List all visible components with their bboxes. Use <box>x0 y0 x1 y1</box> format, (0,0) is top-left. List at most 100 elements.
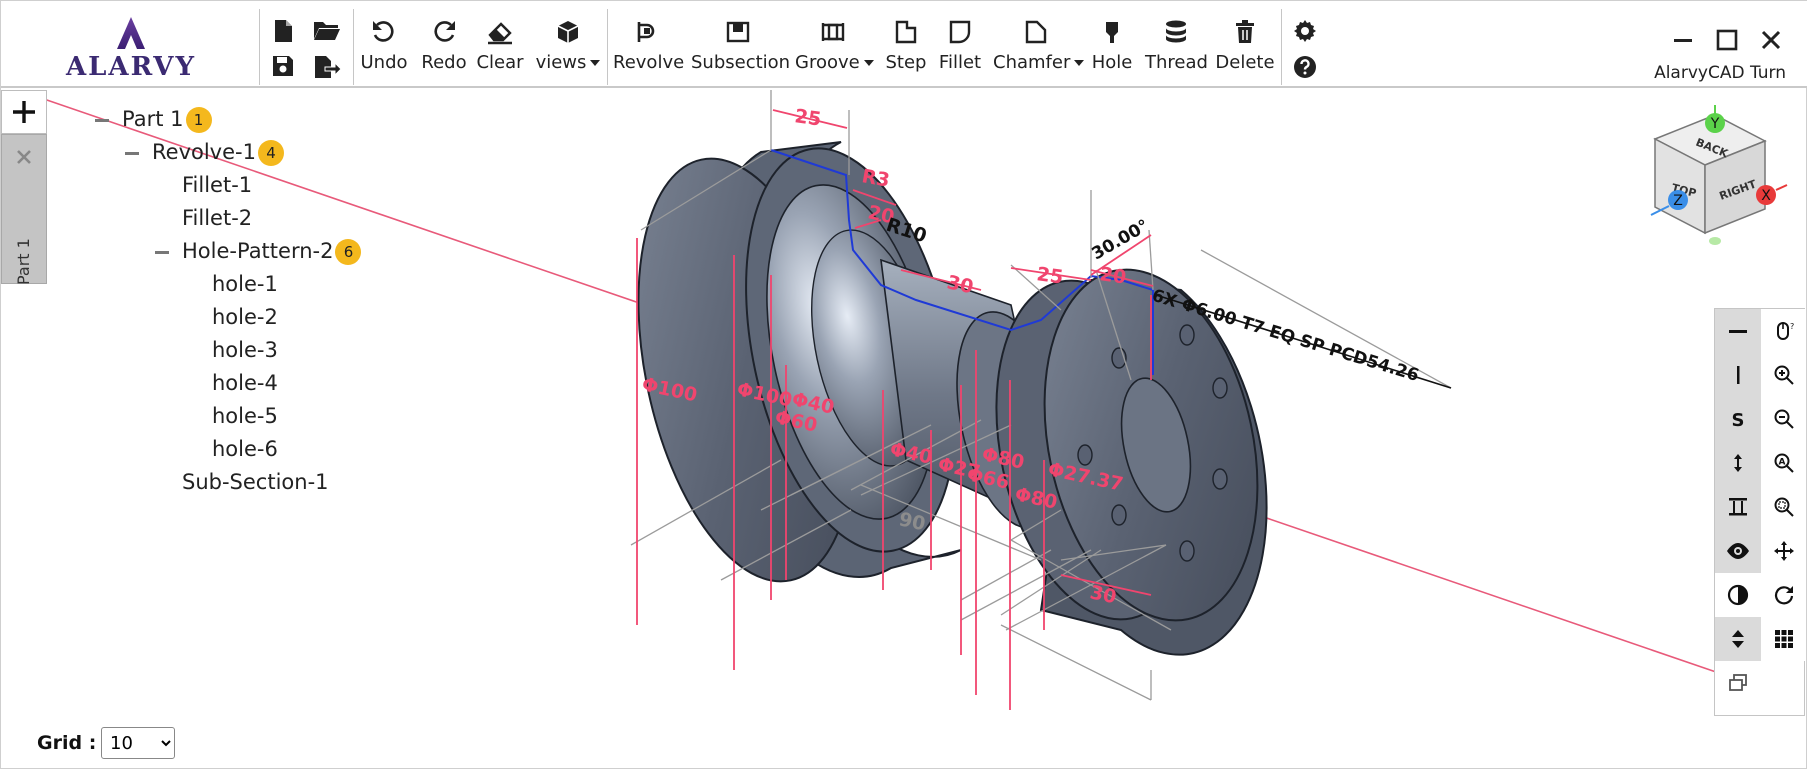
step-label: Step <box>885 52 927 73</box>
grid-size-select[interactable]: 10 <box>101 727 175 759</box>
sort-icon <box>1732 630 1744 648</box>
views-dropdown[interactable]: views <box>535 19 601 79</box>
eye-icon <box>1727 543 1749 559</box>
vertical-dimension-button[interactable] <box>1715 441 1761 485</box>
thread-icon <box>1166 20 1186 43</box>
redo-button[interactable]: Redo <box>419 19 469 79</box>
new-file-button[interactable] <box>267 15 299 47</box>
views-label: views <box>535 52 587 73</box>
zoom-fit-button[interactable]: A <box>1761 441 1806 485</box>
clear-button[interactable]: Clear <box>475 19 525 79</box>
chamfer-icon <box>1025 20 1047 44</box>
subsection-button[interactable]: Subsection <box>691 19 790 79</box>
visibility-toggle-button[interactable] <box>1715 529 1761 573</box>
export-button[interactable] <box>311 51 343 83</box>
zoom-window-button[interactable] <box>1761 485 1806 529</box>
vertical-arrows-icon <box>1734 454 1742 472</box>
sketch-profile <box>770 149 1154 375</box>
revolve-button[interactable]: Revolve <box>613 19 684 79</box>
minimize-button[interactable] <box>1668 25 1698 55</box>
undo-button[interactable]: Undo <box>359 19 409 79</box>
thread-label: Thread <box>1145 52 1208 73</box>
dim-r3: R3 <box>860 165 891 192</box>
add-part-button[interactable] <box>1 90 47 134</box>
vertical-constraint-button[interactable] <box>1715 353 1761 397</box>
close-window-button[interactable] <box>1756 25 1786 55</box>
mouse-icon: ? <box>1776 322 1794 340</box>
zoom-window-icon <box>1774 497 1794 517</box>
main-toolbar: ALARVY Undo Redo Clear <box>1 1 1807 88</box>
zoom-in-button[interactable] <box>1761 353 1806 397</box>
plus-icon <box>13 101 35 123</box>
horizontal-line-icon <box>1729 330 1747 333</box>
save-button[interactable] <box>267 51 299 83</box>
tree-node-hole-6[interactable]: hole-6 <box>212 437 278 461</box>
toolbar-separator <box>259 9 260 85</box>
thread-button[interactable]: Thread <box>1145 19 1208 79</box>
svg-text:?: ? <box>1790 322 1794 331</box>
dim-25-right: 25 <box>1035 263 1064 288</box>
axis-y-marker <box>1705 113 1725 133</box>
view-cube[interactable]: BACK TOP RIGHT Y X Z <box>1641 105 1791 255</box>
right-flange <box>995 268 1268 656</box>
zoom-out-button[interactable] <box>1761 397 1806 441</box>
tree-node-hole-5[interactable]: hole-5 <box>212 404 278 428</box>
delete-button[interactable]: Delete <box>1215 19 1275 79</box>
contrast-icon <box>1727 584 1749 606</box>
help-button[interactable] <box>1289 51 1321 83</box>
mouse-orbit-button[interactable]: ? <box>1761 309 1806 353</box>
pan-button[interactable] <box>1761 529 1806 573</box>
settings-button[interactable] <box>1289 15 1321 47</box>
horizontal-constraint-button[interactable] <box>1715 309 1761 353</box>
chevron-down-icon <box>1074 60 1085 66</box>
axis-y-label: Y <box>1710 116 1720 132</box>
tree-node-subsection[interactable]: Sub-Section-1 <box>182 470 329 494</box>
3d-viewport[interactable]: 25 R3 20 30 25 20 Φ100 Φ100 Φ40 Φ60 Φ40 … <box>1 90 1807 769</box>
toolbar-separator <box>353 9 354 85</box>
groove-dropdown[interactable]: Groove <box>795 19 874 79</box>
hole-button[interactable]: Hole <box>1087 19 1137 79</box>
collapse-toggle-revolve[interactable] <box>125 152 139 155</box>
tree-node-fillet-2[interactable]: Fillet-2 <box>182 206 252 230</box>
maximize-icon <box>1716 29 1738 51</box>
rotate-icon <box>1774 586 1793 605</box>
contrast-toggle-button[interactable] <box>1715 573 1761 617</box>
collapse-toggle-hole-pattern[interactable] <box>155 251 169 254</box>
open-folder-button[interactable] <box>311 15 343 47</box>
chevron-down-icon <box>863 60 874 66</box>
count-badge: 6 <box>335 239 362 265</box>
copy-layers-icon <box>1729 674 1747 691</box>
layers-button[interactable] <box>1715 661 1761 705</box>
cube-icon <box>557 21 579 43</box>
rotate-button[interactable] <box>1761 573 1806 617</box>
tree-node-hole-4[interactable]: hole-4 <box>212 371 278 395</box>
chamfer-dropdown[interactable]: Chamfer <box>993 19 1085 79</box>
tree-node-label: hole-1 <box>212 272 278 296</box>
tree-node-fillet-1[interactable]: Fillet-1 <box>182 173 252 197</box>
grid-toggle-button[interactable] <box>1761 617 1806 661</box>
part-tab[interactable]: Part 1 <box>1 134 47 285</box>
distance-dimension-button[interactable] <box>1715 485 1761 529</box>
fillet-button[interactable]: Fillet <box>935 19 985 79</box>
chamfer-label: Chamfer <box>993 52 1071 73</box>
tree-node-hole-3[interactable]: hole-3 <box>212 338 278 362</box>
undo-icon <box>373 21 394 42</box>
tab-label-container: Part 1 <box>6 205 46 285</box>
collapse-toggle-part[interactable] <box>95 119 109 122</box>
view-toolstrip: S ? A <box>1714 308 1806 716</box>
tree-node-hole-2[interactable]: hole-2 <box>212 305 278 329</box>
cube-right-face[interactable] <box>1704 139 1766 235</box>
sort-toggle-button[interactable] <box>1715 617 1761 661</box>
maximize-button[interactable] <box>1712 25 1742 55</box>
step-button[interactable]: Step <box>881 19 931 79</box>
tree-node-hole-1[interactable]: hole-1 <box>212 272 278 296</box>
delete-label: Delete <box>1215 52 1275 73</box>
distance-icon <box>1729 498 1747 516</box>
spline-button[interactable]: S <box>1715 397 1761 441</box>
close-tab-icon[interactable] <box>14 147 34 167</box>
folder-open-icon <box>314 22 340 40</box>
new-file-icon <box>275 20 292 42</box>
